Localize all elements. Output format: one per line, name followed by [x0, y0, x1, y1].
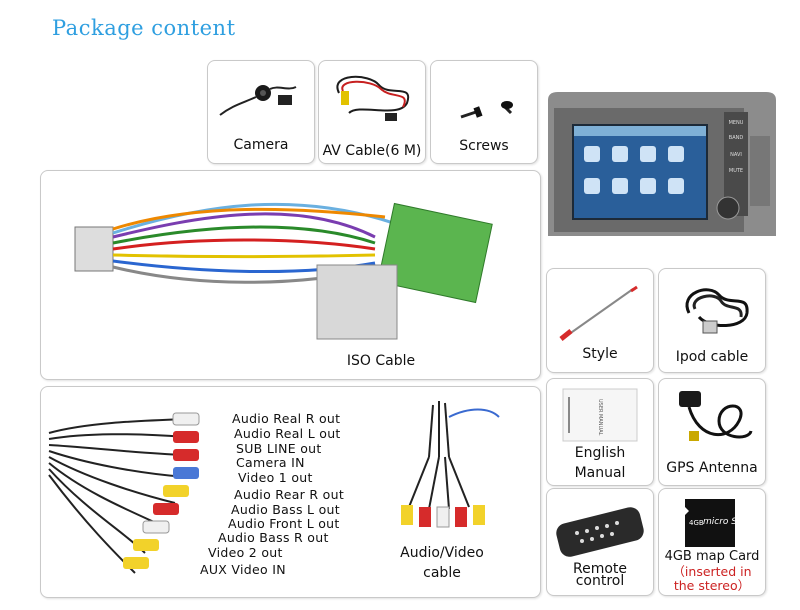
screws-card: Screws: [430, 60, 538, 164]
sd-card-size-print: 4GB: [689, 519, 704, 527]
camera-card: Camera: [207, 60, 315, 164]
remote-control-card: Remote control: [546, 488, 654, 596]
map-card-card: 4GB micro SD 4GB map Card （inserted in t…: [658, 488, 766, 596]
ipod-cable-card: Ipod cable: [658, 268, 766, 373]
style-label: Style: [582, 346, 618, 362]
remote-control-image: [556, 507, 644, 557]
gps-antenna-card: GPS Antenna: [658, 378, 766, 486]
sd-card-brand-print: micro SD: [703, 517, 744, 527]
wiring-label: Audio Bass R out: [218, 530, 329, 545]
wiring-label: Camera IN: [236, 455, 305, 470]
map-card-label: 4GB map Card: [664, 549, 760, 564]
rca-harness-image: [48, 412, 200, 574]
av-cable-label-line1: Audio/Video: [400, 545, 484, 561]
stereo-unit-image: MENU BAND NAVI MUTE: [548, 92, 776, 236]
av-cable-image: [336, 75, 410, 121]
gps-antenna-label: GPS Antenna: [666, 460, 758, 476]
av-cable-bundle-image: [401, 401, 500, 528]
screws-label: Screws: [459, 138, 509, 154]
av-wiring-card: Audio Real R out Audio Real L out SUB LI…: [40, 386, 541, 598]
page-title: Package content: [52, 16, 236, 40]
english-manual-card: USER MANUAL English Manual: [546, 378, 654, 486]
screws-image: [460, 101, 513, 119]
wiring-label: AUX Video IN: [200, 562, 286, 577]
manual-cover-print: USER MANUAL: [597, 399, 603, 436]
wiring-label: Video 2 out: [208, 545, 283, 560]
ipod-cable-image: [685, 288, 749, 334]
gps-antenna-image: [679, 391, 753, 441]
remote-control-label-line2: control: [575, 573, 625, 589]
map-card-note-line2: the stereo）: [673, 578, 751, 593]
camera-image: [219, 85, 297, 116]
remote-control-label-line1: Remote: [572, 561, 628, 577]
map-card-note-line1: （inserted in: [672, 564, 752, 579]
wiring-label: Audio Bass L out: [231, 502, 340, 517]
iso-cable-card: ISO Cable: [40, 170, 541, 380]
manual-image: [562, 388, 638, 442]
stereo-button-mute: MUTE: [729, 168, 743, 174]
stylus-image: [559, 285, 638, 341]
micro-sd-card-image: [685, 499, 735, 547]
av-cable-card: AV Cable(6 M): [318, 60, 426, 164]
av-cable-label: AV Cable(6 M): [322, 143, 422, 159]
wiring-label: Audio Rear R out: [234, 487, 345, 502]
wiring-label: Video 1 out: [238, 470, 313, 485]
stereo-button-band: BAND: [729, 135, 744, 141]
style-card: Style: [546, 268, 654, 373]
av-cable-label-line2: cable: [423, 565, 461, 581]
wiring-label: SUB LINE out: [236, 441, 322, 456]
english-manual-label-line1: English: [574, 445, 626, 461]
stereo-button-menu: MENU: [729, 120, 744, 126]
wiring-label: Audio Real R out: [232, 411, 341, 426]
ipod-cable-label: Ipod cable: [675, 349, 749, 365]
english-manual-label-line2: Manual: [574, 465, 626, 481]
iso-cable-image: [74, 202, 493, 340]
wiring-label: Audio Front L out: [228, 516, 340, 531]
wiring-label: Audio Real L out: [234, 426, 341, 441]
camera-label: Camera: [233, 137, 289, 153]
stereo-button-navi: NAVI: [730, 152, 742, 158]
iso-cable-label: ISO Cable: [346, 353, 416, 369]
